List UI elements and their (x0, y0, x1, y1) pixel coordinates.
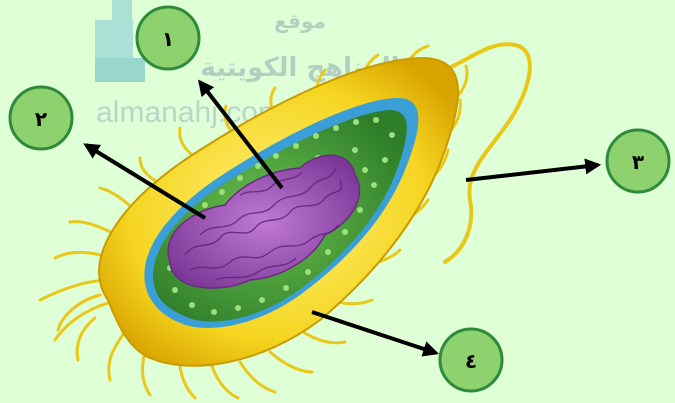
label-4: ٤ (440, 329, 502, 391)
watermark-logo-block (95, 20, 133, 58)
label-2: ٢ (10, 87, 72, 149)
watermark-logo-block-top (112, 0, 132, 22)
label-3-text: ٣ (632, 150, 644, 174)
label-1: ١ (137, 7, 199, 69)
arrow-3 (466, 165, 598, 180)
label-4-text: ٤ (465, 349, 477, 373)
arrow-4 (312, 312, 436, 353)
label-2-text: ٢ (35, 107, 47, 131)
watermark-logo-block-bottom (95, 58, 145, 82)
label-1-text: ١ (162, 27, 174, 51)
label-3: ٣ (607, 130, 669, 192)
watermark-arabic-line1: موقع (274, 9, 326, 33)
